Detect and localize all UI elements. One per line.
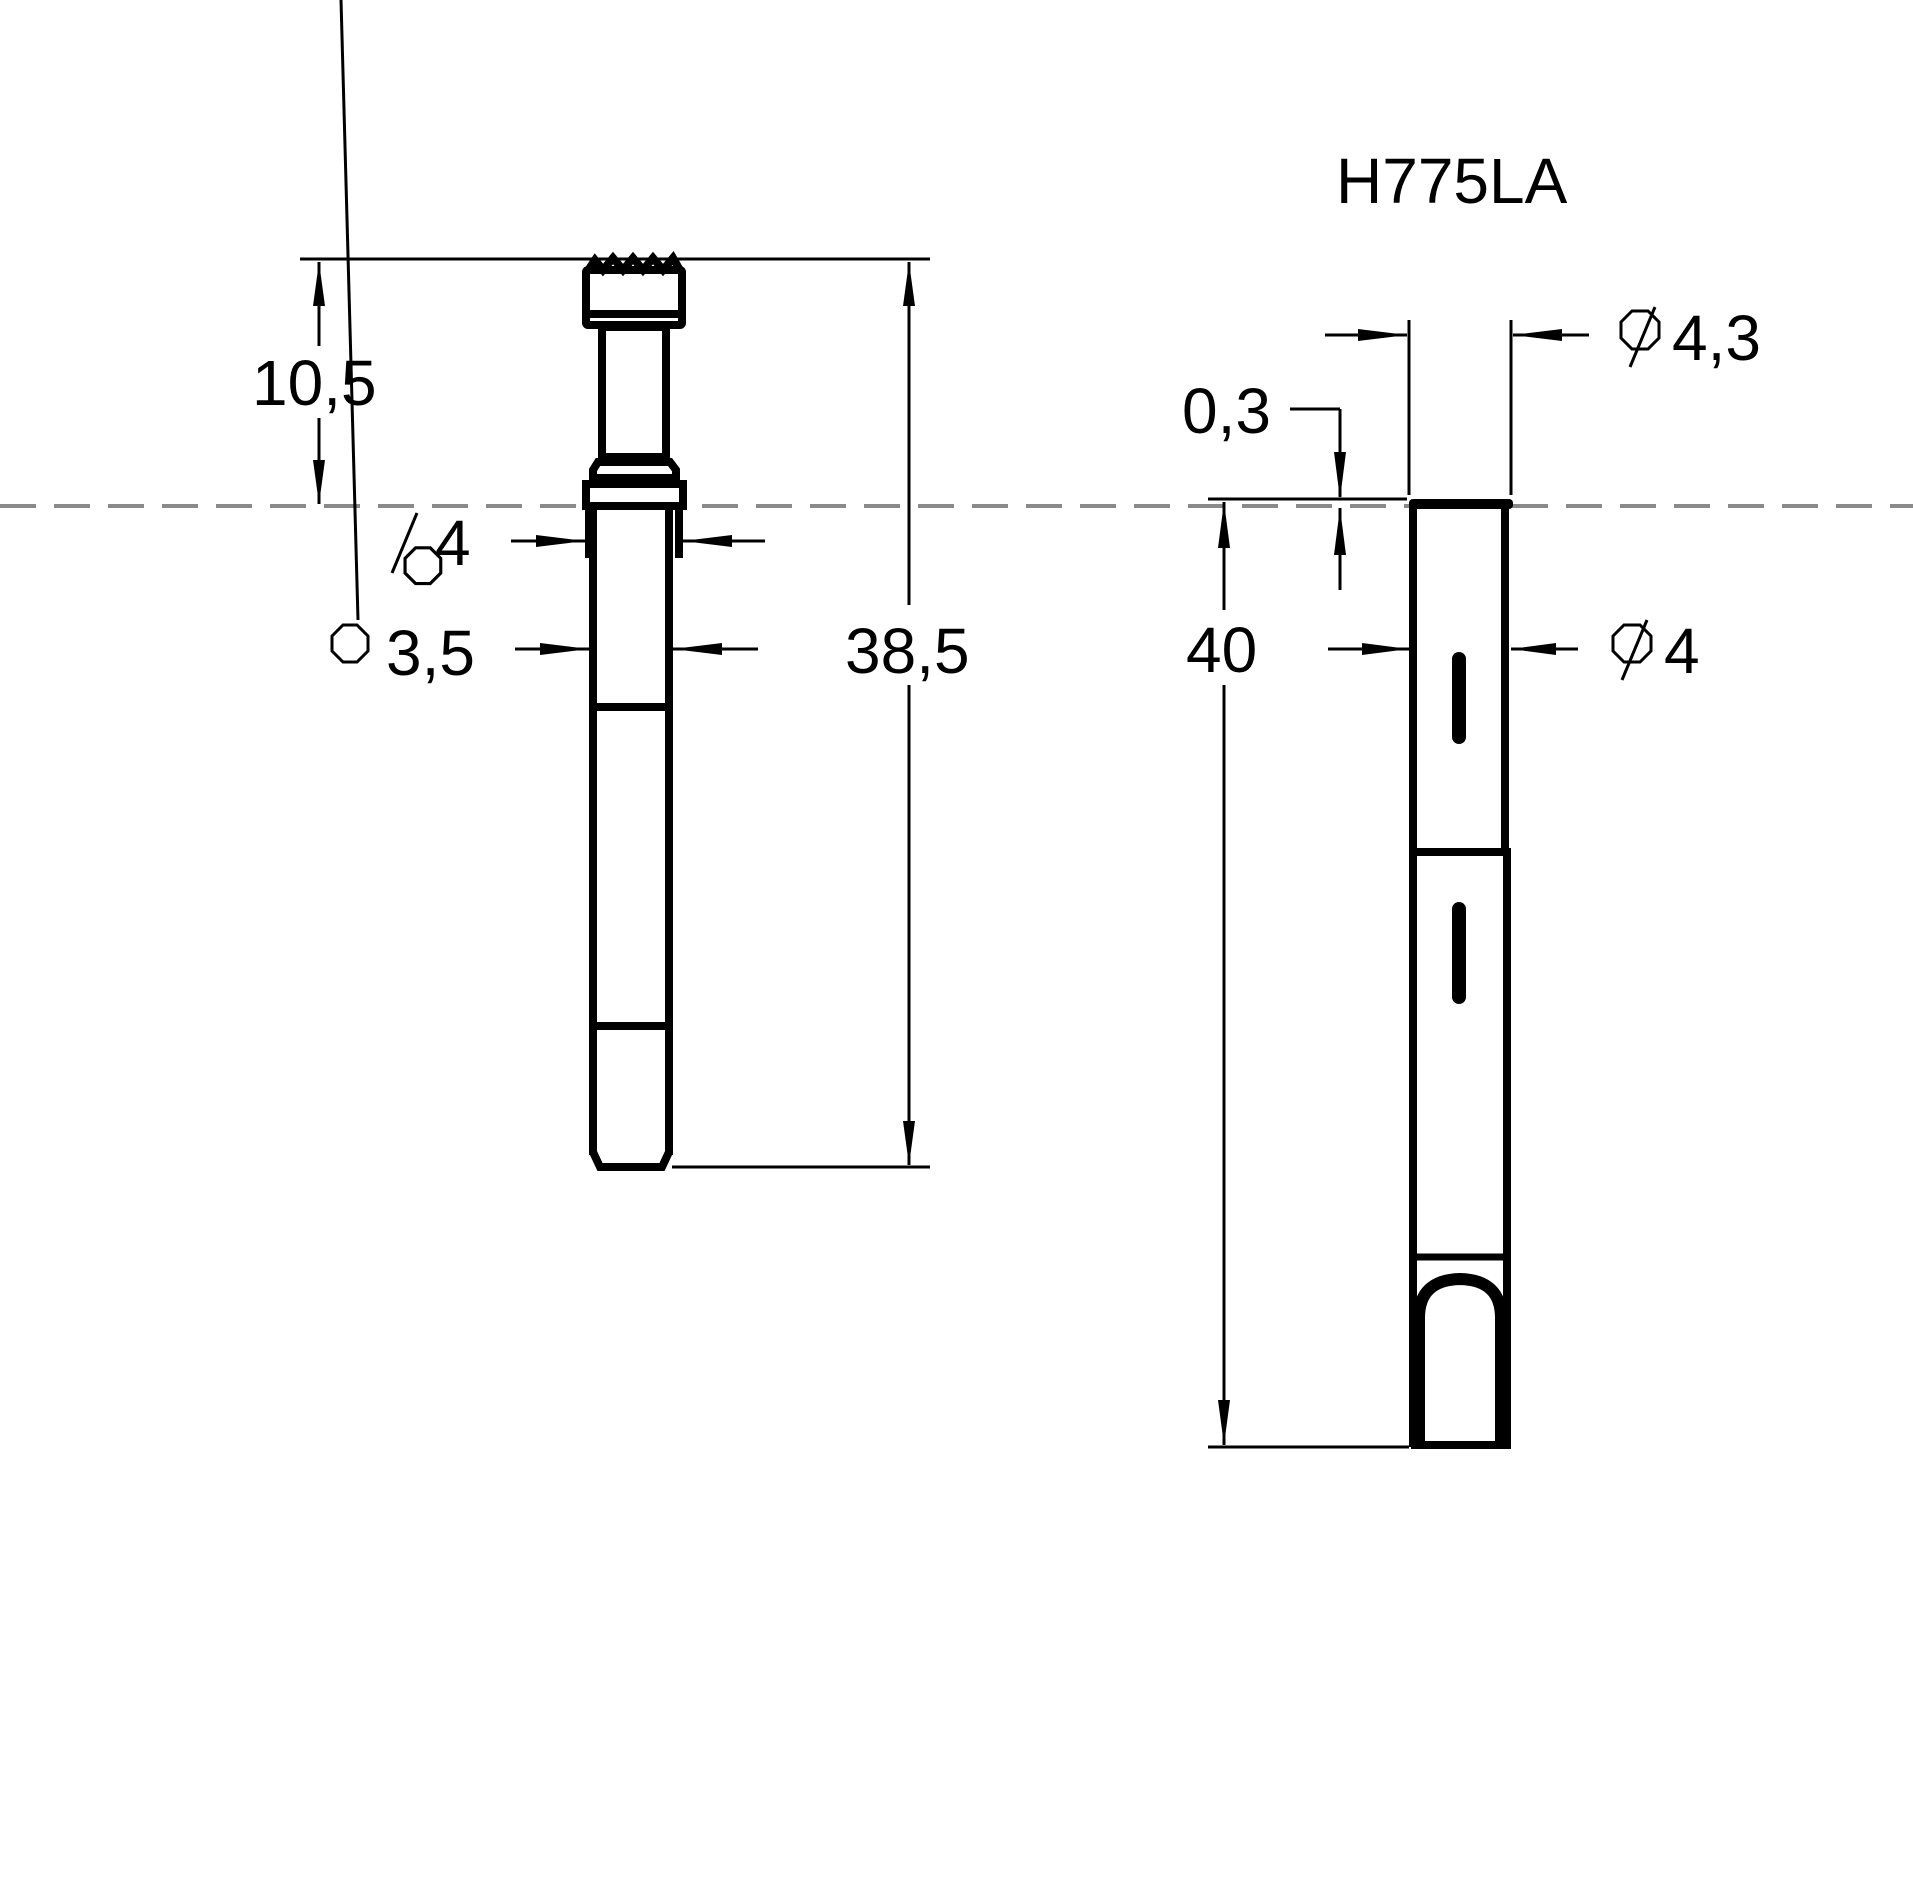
dim-right-diameter: 4 bbox=[1328, 615, 1700, 687]
dim-diameter-lower: 3,5 bbox=[330, 0, 758, 689]
arrow-up-icon bbox=[1218, 502, 1230, 548]
diameter-symbol-icon bbox=[1611, 619, 1653, 681]
dim-wall-offset-label: 0,3 bbox=[1182, 375, 1271, 447]
arrow-down-icon bbox=[1334, 452, 1346, 499]
diameter-symbol-icon bbox=[390, 512, 443, 586]
dim-diameter-upper: 4 bbox=[390, 507, 765, 586]
dim-right-total-length: 40 bbox=[1186, 502, 1409, 1449]
receptacle-slot-upper bbox=[1452, 652, 1466, 744]
dim-diameter-upper-label: 4 bbox=[435, 507, 471, 579]
dim-top-height-label: 10,5 bbox=[252, 347, 377, 419]
diameter-symbol-icon bbox=[330, 0, 370, 664]
arrow-up-icon bbox=[903, 262, 915, 306]
receptacle-arch-cutout bbox=[1413, 1272, 1507, 1447]
arrow-right-icon bbox=[540, 643, 589, 655]
dim-left-total-length: 38,5 bbox=[672, 262, 970, 1169]
diameter-symbol-icon bbox=[1619, 306, 1661, 368]
dim-left-total-length-label: 38,5 bbox=[845, 615, 970, 687]
dim-right-diameter-label: 4 bbox=[1664, 615, 1700, 687]
left-pin-part bbox=[582, 251, 687, 1171]
dim-outer-diameter-label: 4,3 bbox=[1672, 302, 1761, 374]
pin-chamfer-end bbox=[589, 1150, 673, 1171]
pin-collar-lower bbox=[582, 480, 687, 510]
arrow-down-icon bbox=[903, 1121, 915, 1165]
dim-diameter-lower-label: 3,5 bbox=[386, 617, 475, 689]
arrow-up-icon bbox=[1334, 508, 1346, 555]
arrow-right-icon bbox=[1358, 329, 1407, 341]
arrow-left-icon bbox=[1511, 643, 1556, 655]
right-receptacle-part bbox=[1409, 499, 1513, 1449]
arrow-right-icon bbox=[1362, 643, 1409, 655]
arrow-down-icon bbox=[313, 460, 325, 504]
arrow-left-icon bbox=[683, 535, 732, 547]
part-number-title: H775LA bbox=[1336, 145, 1568, 217]
receptacle-top-rim bbox=[1409, 499, 1513, 509]
arrow-left-icon bbox=[1513, 329, 1562, 341]
receptacle-slot-lower bbox=[1452, 902, 1466, 1004]
arrow-left-icon bbox=[673, 643, 722, 655]
dim-outer-diameter: 4,3 bbox=[1325, 302, 1761, 495]
pin-collar-upper bbox=[589, 458, 680, 482]
dim-right-total-length-label: 40 bbox=[1186, 614, 1257, 686]
dim-top-height: 10,5 bbox=[252, 257, 930, 504]
arrow-down-icon bbox=[1218, 1400, 1230, 1445]
arrow-right-icon bbox=[536, 535, 585, 547]
dim-wall-offset: 0,3 bbox=[1182, 375, 1407, 590]
pin-neck bbox=[598, 323, 670, 461]
arrow-up-icon bbox=[313, 262, 325, 306]
